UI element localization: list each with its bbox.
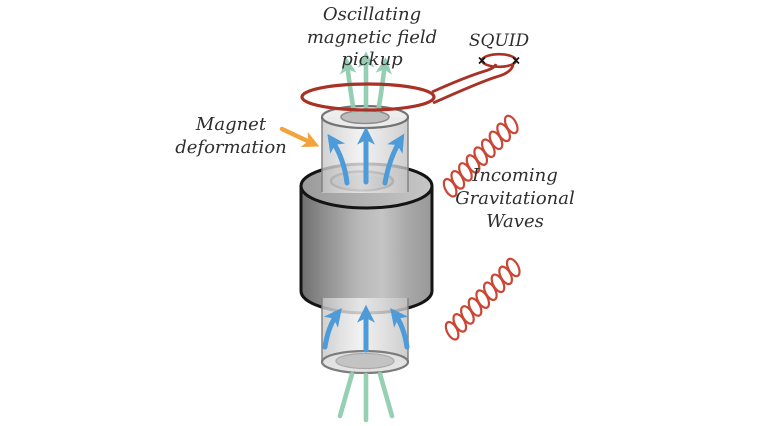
pickup-label-line1: Oscillating — [323, 4, 421, 25]
magnetic-field-arrows-bottom — [322, 304, 410, 353]
pickup-coil-icon — [300, 82, 436, 112]
waves-label-line1: Incoming — [471, 165, 558, 186]
tube-bottom-inner — [335, 352, 395, 370]
field-arrow-icon — [322, 308, 342, 350]
pickup-line-icon — [377, 371, 395, 419]
waves-label-line2: Gravitational — [455, 188, 575, 209]
field-arrow-icon — [327, 133, 350, 186]
tube-edges-upper — [321, 117, 409, 192]
deformation-arrow-icon — [279, 126, 320, 147]
pickup-arrow-icon — [375, 57, 392, 114]
gravitational-wave-icon — [438, 253, 528, 345]
josephson-junction-icon — [512, 56, 520, 65]
pickup-coil-and-squid — [300, 52, 520, 112]
pickup-label-line2: magnetic field — [307, 27, 437, 48]
pickup-label-line3: pickup — [341, 49, 403, 70]
deformation-label-line2: deformation — [175, 137, 287, 158]
pickup-arrow-icon — [340, 57, 357, 114]
waves-label-line3: Waves — [486, 211, 544, 232]
squid-loop-icon — [480, 52, 518, 69]
pickup-line-icon — [337, 371, 355, 419]
field-arrow-icon — [382, 133, 405, 186]
pickup-field-lines-bottom — [337, 371, 395, 423]
magnetic-field-arrows-top — [327, 126, 405, 186]
squid-lead-upper — [431, 63, 498, 94]
squid-lead-lower — [432, 64, 515, 105]
field-arrow-icon — [390, 308, 410, 350]
josephson-junction-icon — [478, 56, 486, 65]
squid-label: SQUID — [469, 31, 530, 51]
labels: Oscillating magnetic field pickup SQUID … — [175, 4, 575, 232]
deformation-label-line1: Magnet — [195, 114, 267, 135]
